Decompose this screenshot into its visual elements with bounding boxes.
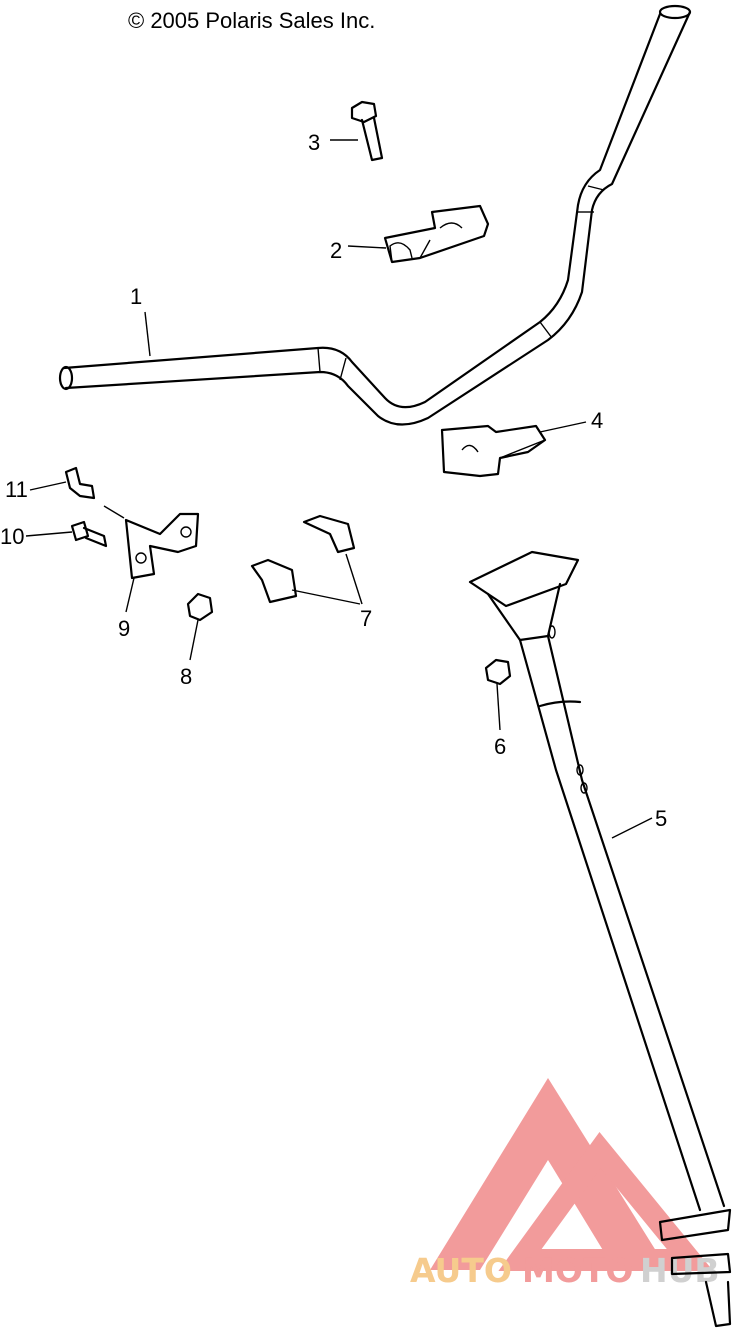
- callout-2: 2: [330, 238, 342, 263]
- part-4-lower-clamp: [440, 424, 547, 478]
- part-1-handlebar: [58, 4, 692, 426]
- callout-8: 8: [180, 664, 192, 689]
- part-3-bolt: [350, 100, 384, 162]
- callout-5: 5: [655, 806, 667, 831]
- callout-3: 3: [308, 130, 320, 155]
- leader-lines: [25, 139, 653, 839]
- copyright-text: © 2005 Polaris Sales Inc.: [128, 8, 376, 33]
- watermark-triangle-icon: [430, 1078, 668, 1270]
- callout-6: 6: [494, 734, 506, 759]
- callout-4: 4: [591, 408, 603, 433]
- part-11-fitting: [64, 466, 96, 500]
- part-2-upper-clamp: [383, 204, 490, 264]
- part-5-steering-post: [468, 550, 732, 1328]
- part-6-nut: [484, 658, 512, 686]
- callout-1: 1: [130, 284, 142, 309]
- watermark-text-moto: MOTO: [522, 1251, 633, 1290]
- callout-9: 9: [118, 616, 130, 641]
- watermark-text-auto: AUTO: [410, 1251, 512, 1290]
- callout-7: 7: [360, 606, 372, 631]
- watermark-inner-triangle-icon: [498, 1132, 714, 1271]
- part-9-bracket: [124, 512, 200, 580]
- part-7-clips: [250, 514, 356, 604]
- part-10-bolt: [70, 520, 108, 548]
- part-8-nut: [186, 592, 214, 622]
- callout-11: 11: [5, 477, 28, 502]
- callout-10: 10: [0, 524, 24, 549]
